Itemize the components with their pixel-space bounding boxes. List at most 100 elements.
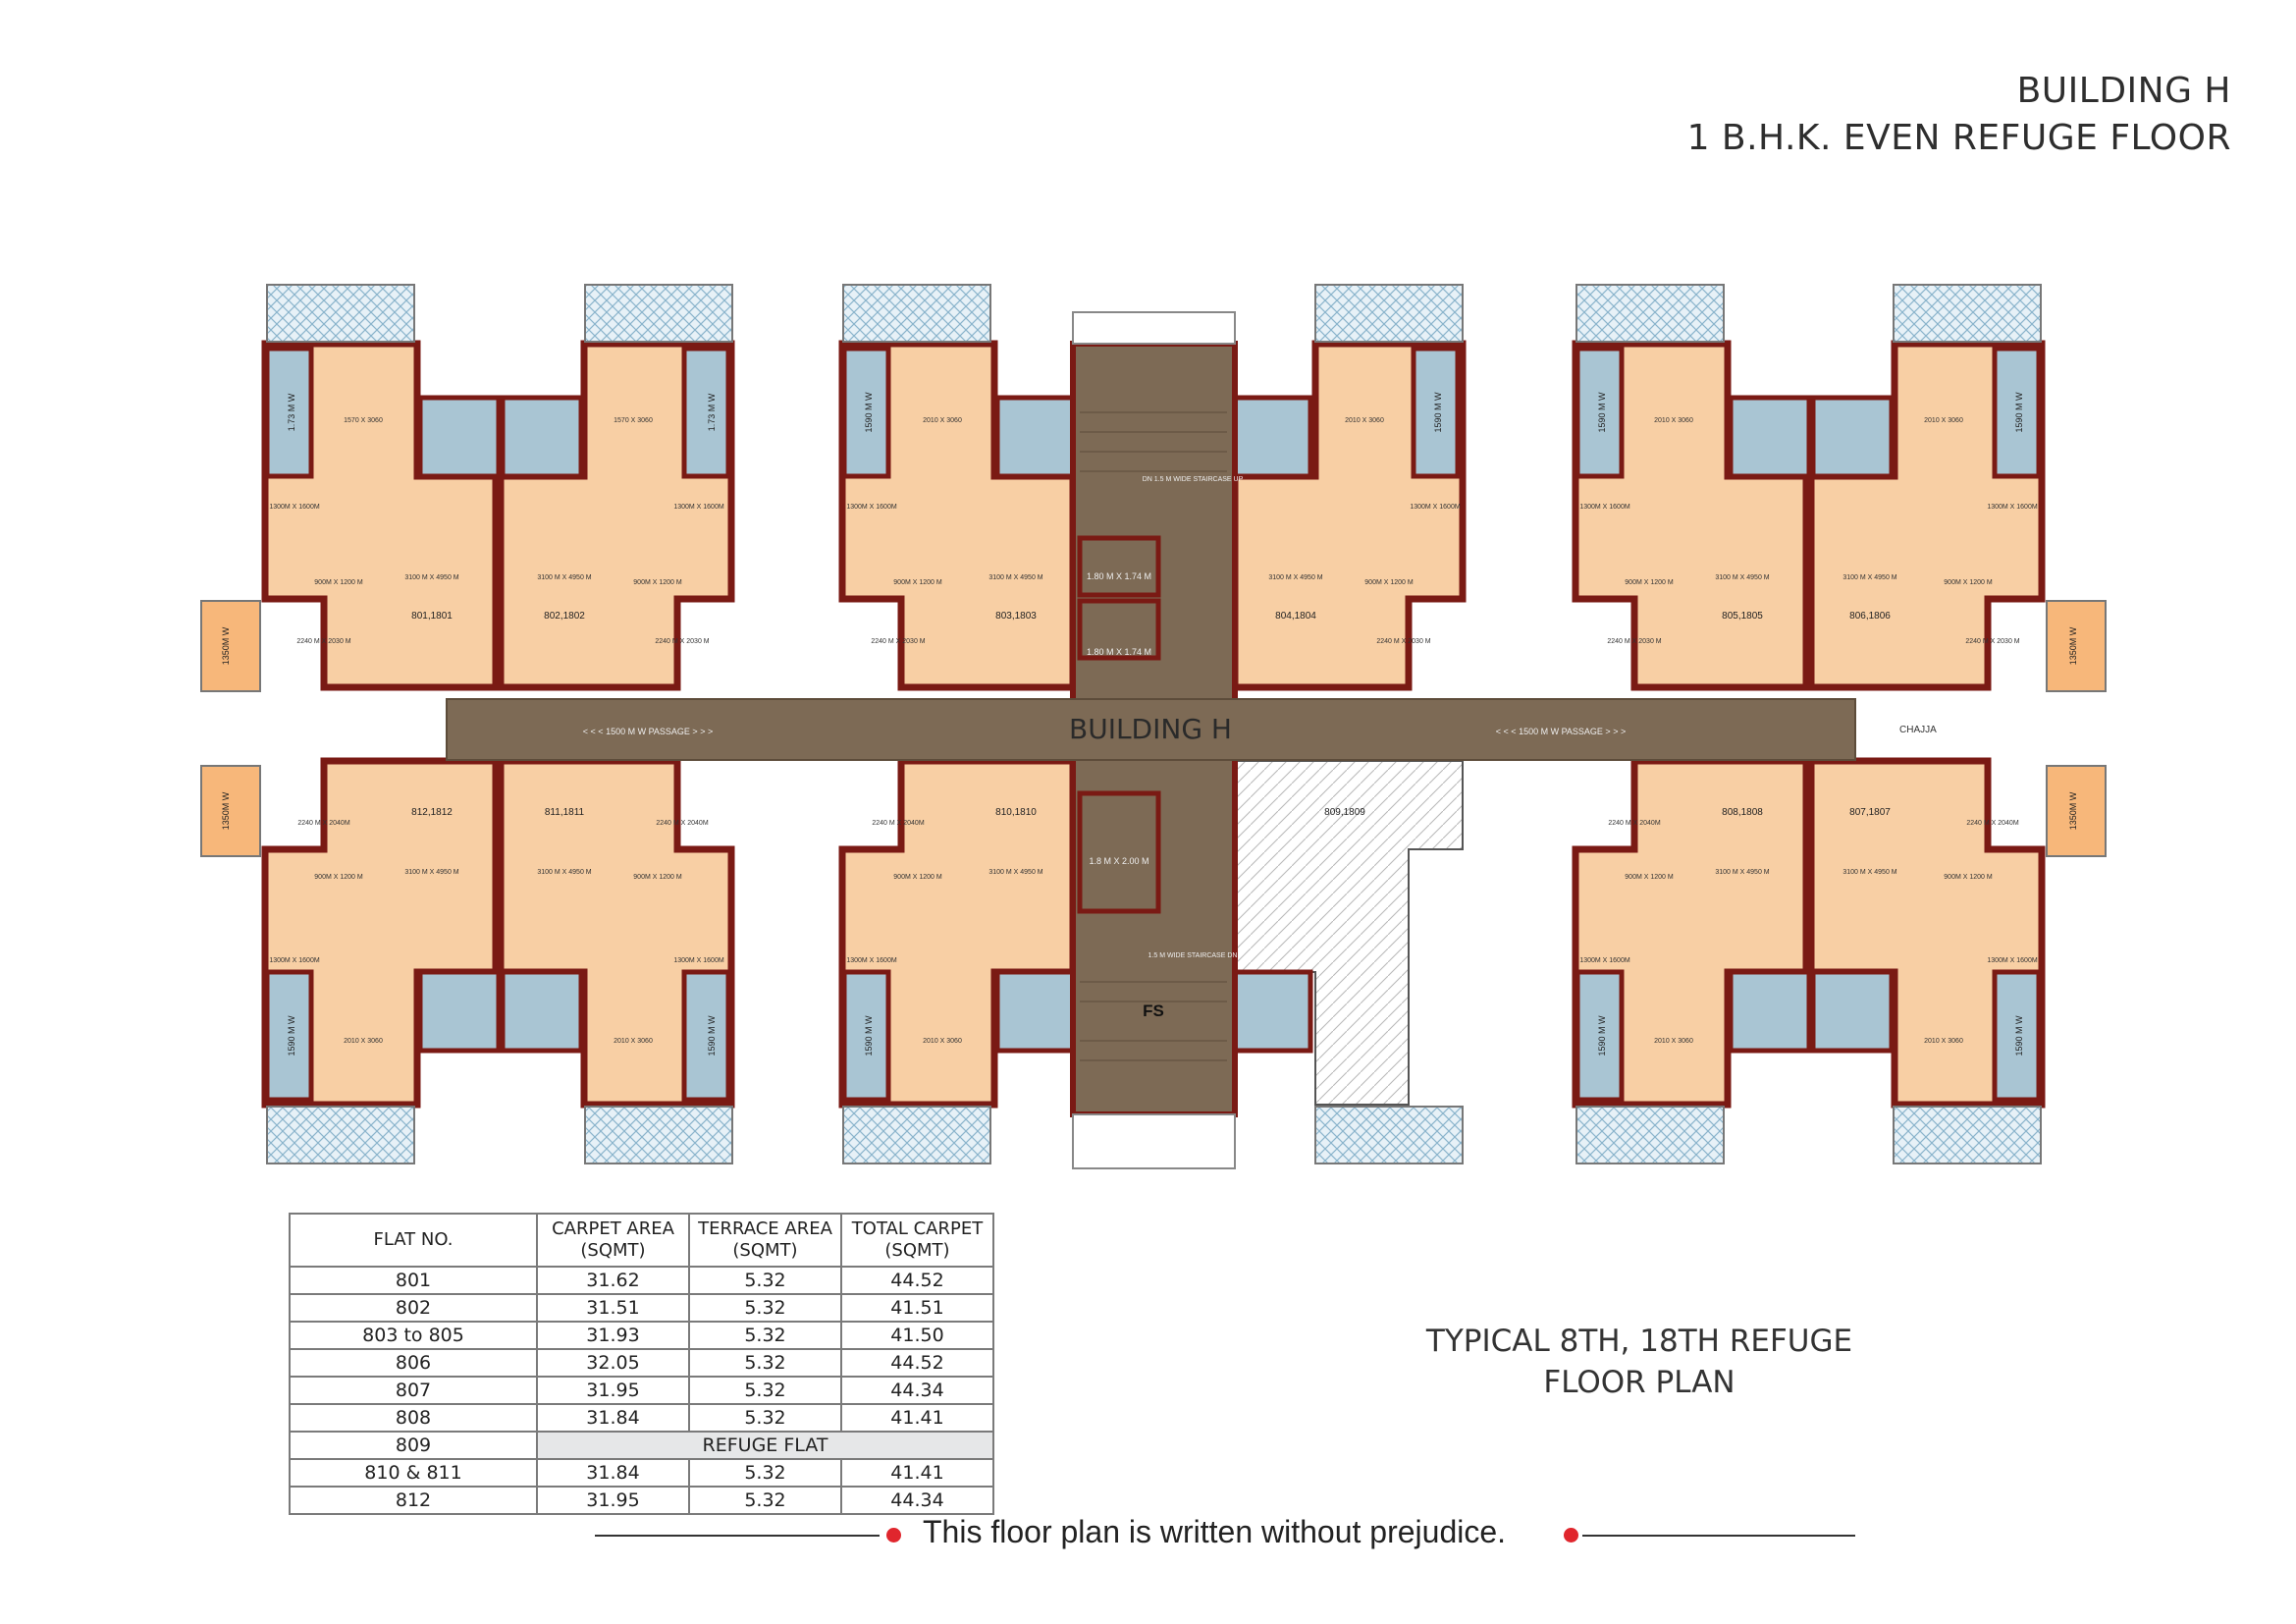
svg-text:1300M X 1600M: 1300M X 1600M: [673, 957, 724, 964]
svg-text:807,1807: 807,1807: [1849, 807, 1891, 818]
stair-steps: [1080, 411, 1227, 1061]
svg-text:900M X 1200 M: 900M X 1200 M: [893, 874, 942, 881]
svg-text:2240 M X 2040M: 2240 M X 2040M: [297, 820, 349, 827]
plan-subtitle-line2: FLOOR PLAN: [1543, 1365, 1735, 1400]
svg-text:1570 X 3060: 1570 X 3060: [614, 417, 653, 424]
svg-text:2240 M X 2040M: 2240 M X 2040M: [872, 820, 924, 827]
svg-text:803,1803: 803,1803: [995, 611, 1037, 622]
svg-text:1350M W: 1350M W: [221, 626, 231, 665]
svg-text:1350M W: 1350M W: [221, 791, 231, 830]
svg-text:3100 M X 4950 M: 3100 M X 4950 M: [1715, 869, 1769, 876]
lift-1-label: 1.80 M X 1.74 M: [1087, 571, 1151, 581]
svg-text:900M X 1200 M: 900M X 1200 M: [1944, 874, 1993, 881]
disclaimer-text: This floor plan is written without preju…: [923, 1514, 1507, 1549]
svg-text:3100 M X 4950 M: 3100 M X 4950 M: [988, 869, 1042, 876]
area-table: FLAT NO. CARPET AREA (SQMT) TERRACE AREA…: [289, 1213, 994, 1515]
svg-text:1350M W: 1350M W: [2068, 791, 2078, 830]
svg-text:806,1806: 806,1806: [1849, 611, 1891, 622]
svg-text:1350M W: 1350M W: [2068, 626, 2078, 665]
svg-text:802,1802: 802,1802: [544, 611, 585, 622]
svg-text:1300M X 1600M: 1300M X 1600M: [1987, 957, 2038, 964]
svg-text:2240 M X 2040M: 2240 M X 2040M: [1608, 820, 1660, 827]
svg-text:1300M X 1600M: 1300M X 1600M: [1579, 504, 1630, 511]
svg-text:1.73 M W: 1.73 M W: [287, 393, 296, 431]
svg-text:801,1801: 801,1801: [411, 611, 453, 622]
svg-text:900M X 1200 M: 900M X 1200 M: [633, 874, 682, 881]
svg-text:810,1810: 810,1810: [995, 807, 1037, 818]
svg-text:3100 M X 4950 M: 3100 M X 4950 M: [537, 574, 591, 581]
disclaimer: This floor plan is written without preju…: [0, 1514, 2296, 1553]
svg-text:805,1805: 805,1805: [1722, 611, 1763, 622]
svg-text:900M X 1200 M: 900M X 1200 M: [1364, 579, 1414, 586]
svg-text:3100 M X 4950 M: 3100 M X 4950 M: [404, 869, 458, 876]
svg-text:811,1811: 811,1811: [545, 807, 585, 818]
svg-text:3100 M X 4950 M: 3100 M X 4950 M: [1842, 869, 1896, 876]
svg-text:900M X 1200 M: 900M X 1200 M: [314, 579, 363, 586]
svg-text:900M X 1200 M: 900M X 1200 M: [633, 579, 682, 586]
mesh-balconies: [266, 284, 2042, 1164]
svg-text:1300M X 1600M: 1300M X 1600M: [1987, 504, 2038, 511]
center-building-label: BUILDING H: [1069, 713, 1232, 745]
flat-number-labels: 801,1801 802,1802 803,1803 804,1804 805,…: [411, 611, 1891, 818]
flat-805: [1572, 340, 1810, 691]
svg-text:1300M X 1600M: 1300M X 1600M: [846, 957, 897, 964]
svg-text:3100 M X 4950 M: 3100 M X 4950 M: [537, 869, 591, 876]
building-title: BUILDING H: [2016, 71, 2231, 111]
lift-shafts: [1077, 535, 1161, 914]
svg-text:1590 M W: 1590 M W: [1597, 392, 1607, 433]
svg-text:812,1812: 812,1812: [411, 807, 453, 818]
corridor: [446, 698, 1856, 761]
svg-text:2010 X 3060: 2010 X 3060: [1654, 1038, 1693, 1045]
room-dimension-labels: 3100 M X 4950 M 3100 M X 4950 M 3100 M X…: [269, 417, 2038, 1045]
chajja-label: CHAJJA: [1899, 725, 1937, 735]
floor-plan-diagram: BUILDING H < < < 1500 M W PASSAGE > > > …: [200, 284, 2107, 1169]
svg-text:2240 M X 2030 M: 2240 M X 2030 M: [655, 638, 709, 645]
svg-text:900M X 1200 M: 900M X 1200 M: [1625, 874, 1674, 881]
disclaimer-dot-right: [1564, 1528, 1578, 1543]
svg-text:3100 M X 4950 M: 3100 M X 4950 M: [404, 574, 458, 581]
svg-text:1300M X 1600M: 1300M X 1600M: [846, 504, 897, 511]
svg-text:1300M X 1600M: 1300M X 1600M: [269, 957, 320, 964]
staircase-top-label: DN 1.5 M WIDE STAIRCASE UP: [1143, 476, 1244, 483]
stair-landing-bottom: [1072, 1113, 1236, 1169]
blue-balconies: [264, 346, 2042, 1103]
svg-text:3100 M X 4950 M: 3100 M X 4950 M: [1842, 574, 1896, 581]
svg-text:3100 M X 4950 M: 3100 M X 4950 M: [1268, 574, 1322, 581]
svg-text:900M X 1200 M: 900M X 1200 M: [1944, 579, 1993, 586]
lift-3-label: 1.8 M X 2.00 M: [1089, 856, 1148, 866]
svg-text:900M X 1200 M: 900M X 1200 M: [893, 579, 942, 586]
svg-text:1590 M W: 1590 M W: [707, 1015, 717, 1056]
svg-text:2010 X 3060: 2010 X 3060: [344, 1038, 383, 1045]
header-total-carpet: TOTAL CARPET (SQMT): [840, 1213, 994, 1268]
svg-text:1590 M W: 1590 M W: [864, 392, 874, 433]
svg-text:1590 M W: 1590 M W: [1433, 392, 1443, 433]
svg-text:1.73 M W: 1.73 M W: [707, 393, 717, 431]
svg-text:3100 M X 4950 M: 3100 M X 4950 M: [988, 574, 1042, 581]
svg-text:1300M X 1600M: 1300M X 1600M: [673, 504, 724, 511]
svg-text:1590 M W: 1590 M W: [2014, 392, 2024, 433]
svg-text:2010 X 3060: 2010 X 3060: [923, 1038, 962, 1045]
svg-text:2010 X 3060: 2010 X 3060: [1924, 417, 1963, 424]
plan-subtitle-line1: TYPICAL 8TH, 18TH REFUGE: [1425, 1324, 1853, 1359]
balcony-width-labels: 1.73 M W 1.73 M W 1590 M W 1590 M W 1590…: [221, 392, 2078, 1056]
passage-left-label: < < < 1500 M W PASSAGE > > >: [583, 727, 713, 736]
svg-text:1300M X 1600M: 1300M X 1600M: [269, 504, 320, 511]
svg-text:2010 X 3060: 2010 X 3060: [1654, 417, 1693, 424]
refuge-flat-cell: REFUGE FLAT: [536, 1431, 994, 1460]
floor-title: 1 B.H.K. EVEN REFUGE FLOOR: [1686, 118, 2231, 158]
svg-text:804,1804: 804,1804: [1275, 611, 1316, 622]
disclaimer-dot-left: [886, 1528, 901, 1543]
svg-text:1590 M W: 1590 M W: [1597, 1015, 1607, 1056]
svg-text:2010 X 3060: 2010 X 3060: [1345, 417, 1384, 424]
passage-right-label: < < < 1500 M W PASSAGE > > >: [1496, 727, 1626, 736]
svg-text:1590 M W: 1590 M W: [2014, 1015, 2024, 1056]
svg-text:2240 M X 2030 M: 2240 M X 2030 M: [1376, 638, 1430, 645]
svg-text:808,1808: 808,1808: [1722, 807, 1763, 818]
svg-text:900M X 1200 M: 900M X 1200 M: [1625, 579, 1674, 586]
